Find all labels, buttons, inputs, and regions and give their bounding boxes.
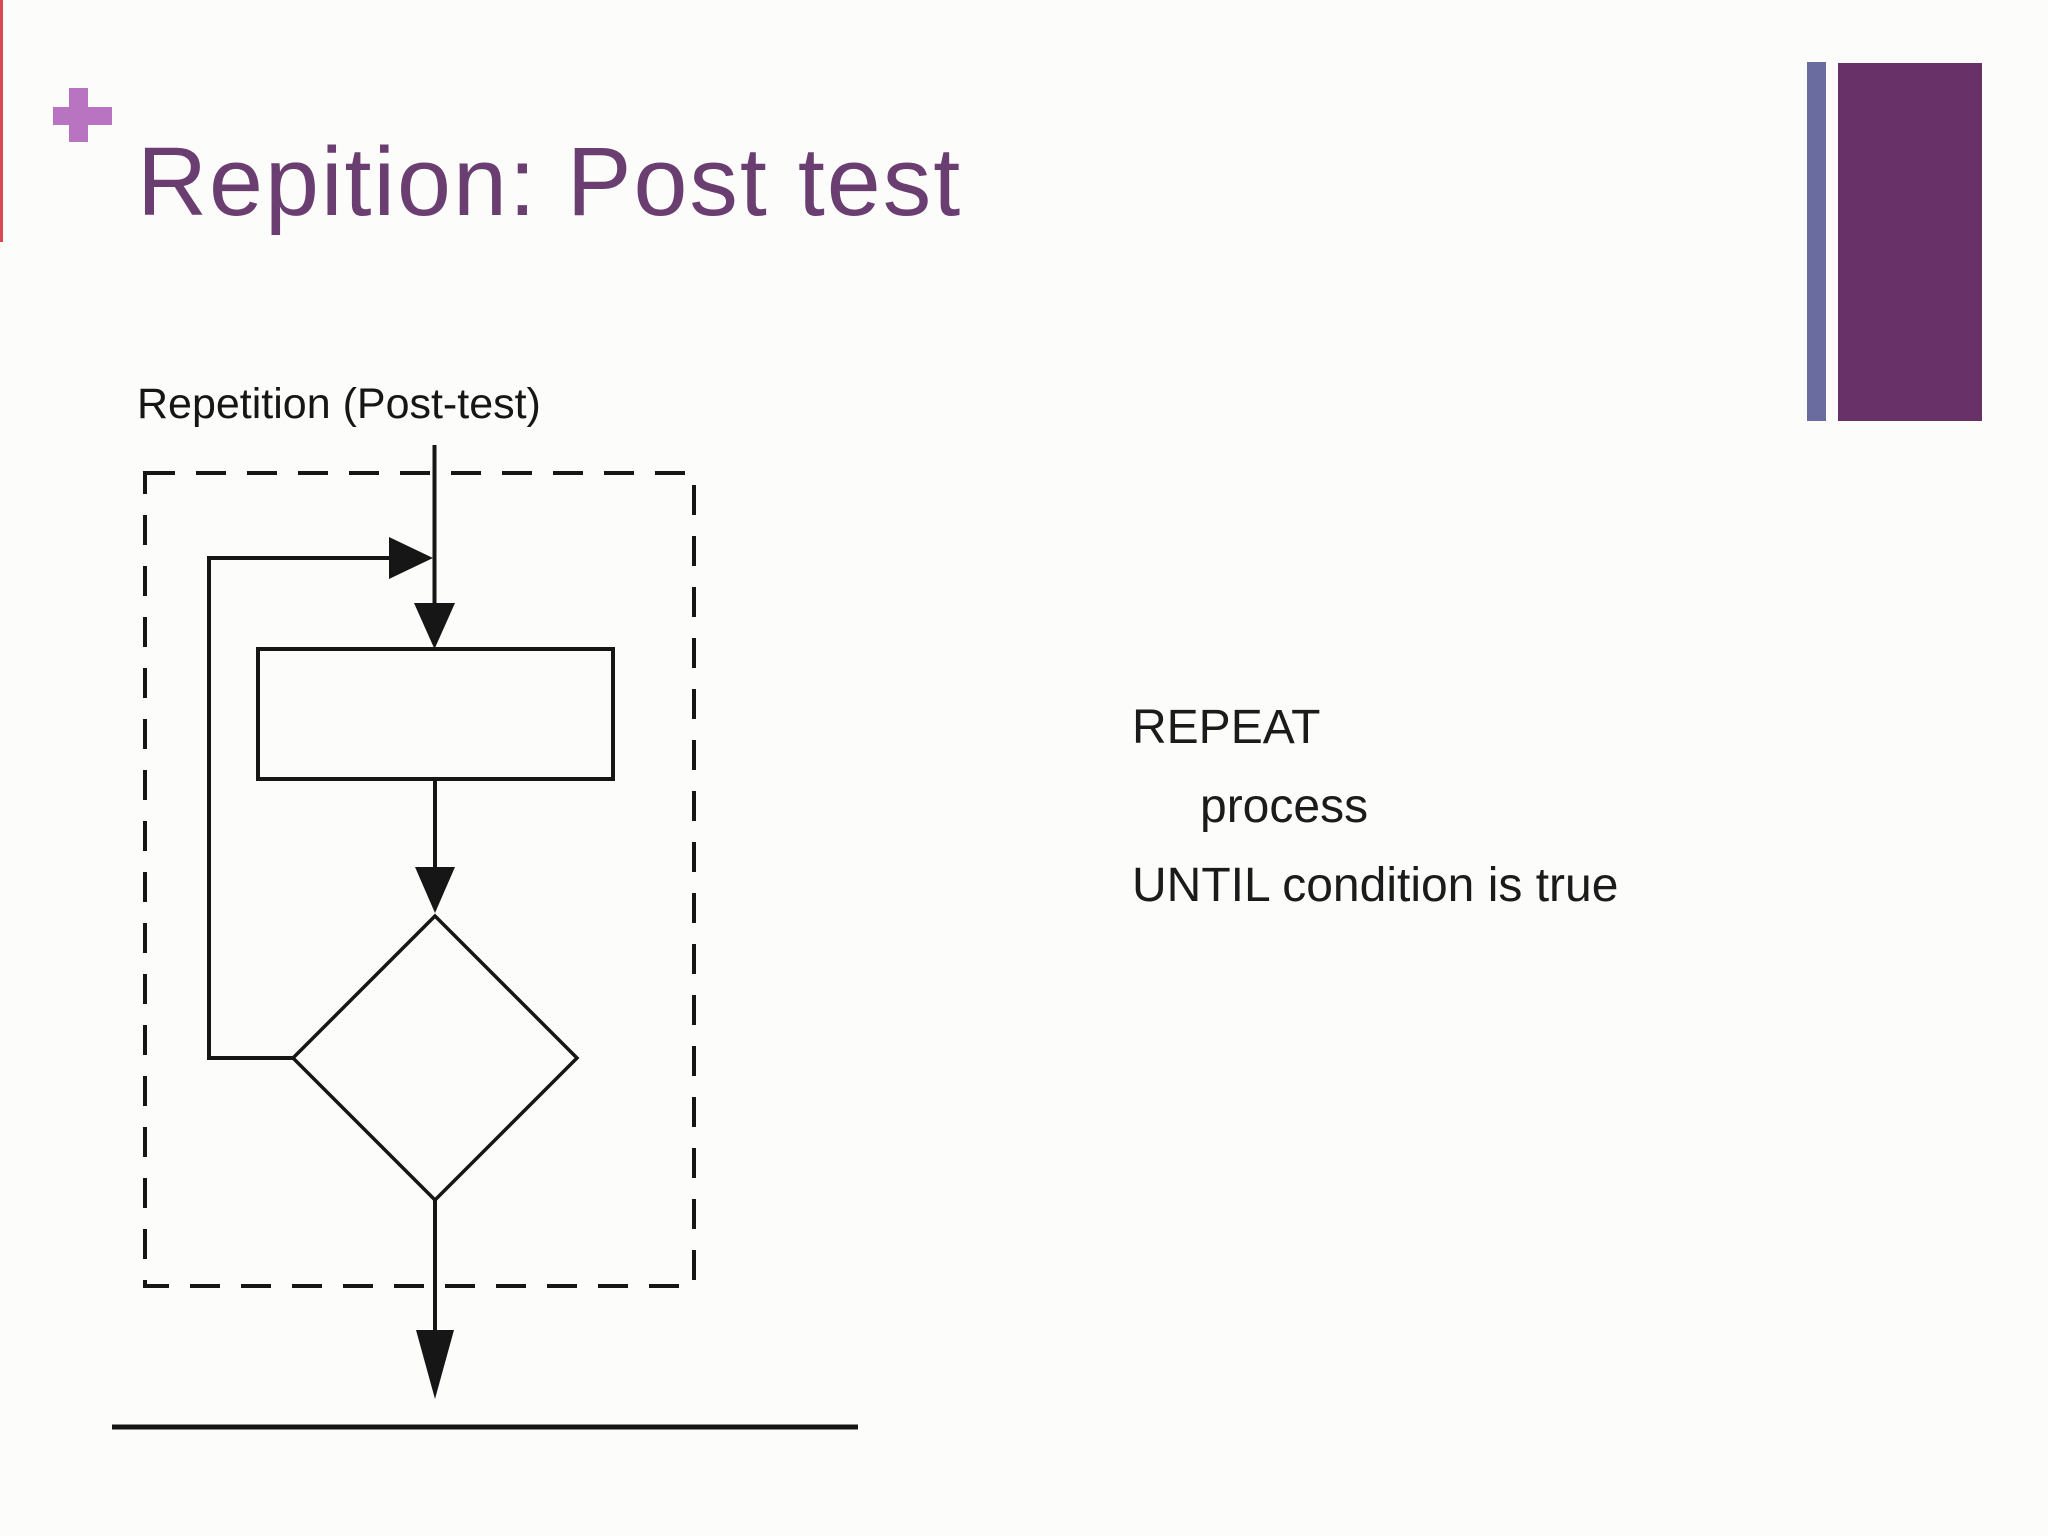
pseudocode-block: REPEAT process UNTIL condition is true (1132, 688, 1618, 925)
pseudocode-line-repeat: REPEAT (1132, 701, 1321, 754)
pseudocode-line-process: process (1200, 780, 1369, 833)
decision-diamond (290, 913, 580, 1203)
arrowhead-down-icon (414, 603, 455, 649)
plus-icon-horizontal-bar (53, 107, 112, 125)
flowchart-label: Repetition (Post-test) (137, 380, 541, 428)
capture-edge-artifact (0, 0, 3, 242)
slide-title: Repition: Post test (137, 127, 963, 236)
decorative-bar-thin (1807, 62, 1826, 421)
arrowhead-down-icon (416, 1330, 454, 1399)
arrowhead-down-icon (415, 867, 455, 913)
process-box (256, 647, 615, 781)
dashed-boundary-box (143, 471, 696, 1288)
pseudocode-line-until: UNTIL condition is true (1132, 859, 1619, 912)
decorative-bar-thick (1838, 63, 1982, 421)
plus-icon (53, 88, 112, 142)
arrowhead-right-icon (389, 537, 433, 579)
